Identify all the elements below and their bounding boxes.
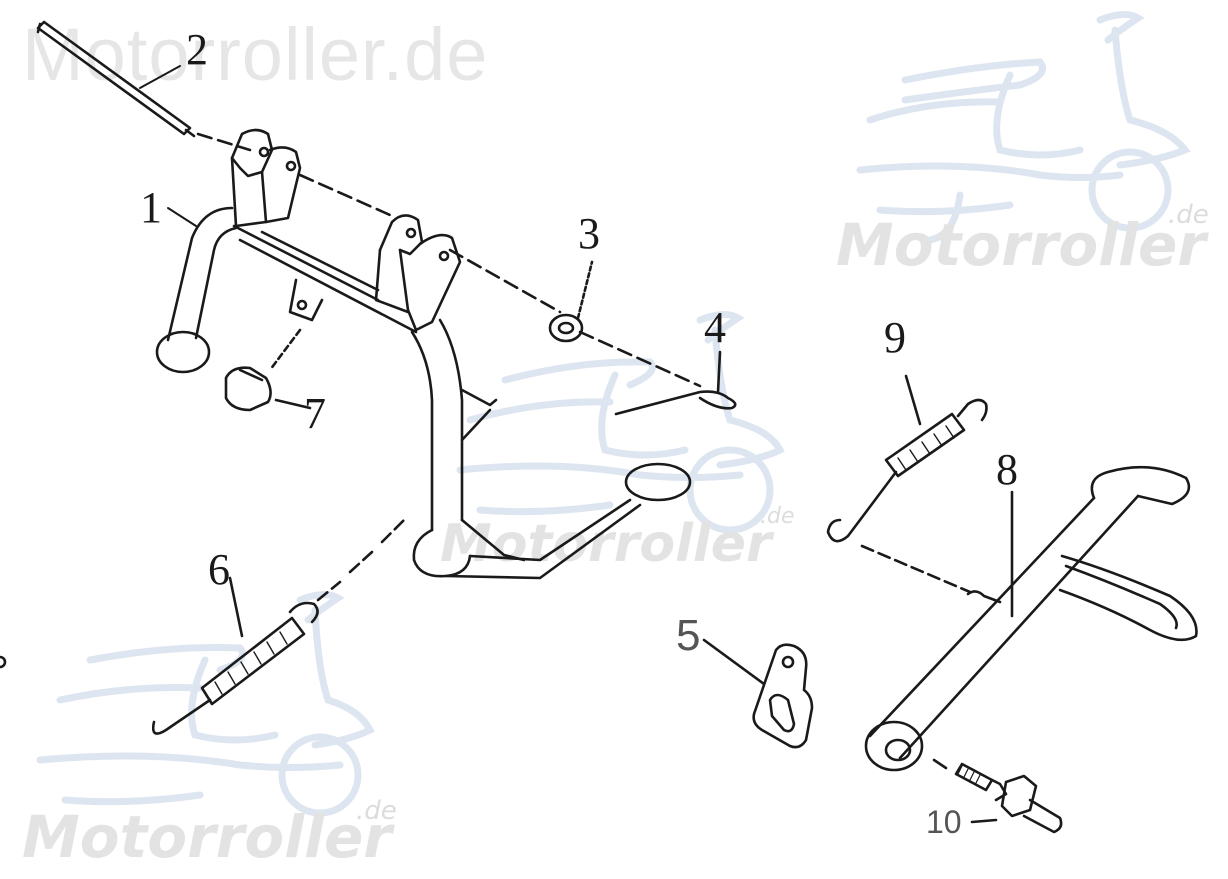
- callout-1: 1: [140, 183, 162, 232]
- part-3-washer-icon: [548, 260, 594, 343]
- part-2-shaft-bolt-icon: [36, 20, 196, 138]
- part-6-spring-icon: [151, 576, 319, 735]
- callout-7: 7: [304, 389, 326, 438]
- watermark-logo-suffix-top-right: .de: [1168, 200, 1209, 230]
- watermark-logo-suffix-center: .de: [760, 504, 795, 529]
- watermark-logo-text-top-right: Motorroller: [836, 211, 1206, 279]
- callout-6: 6: [208, 545, 230, 594]
- scooter-watermark-icon-center: [456, 311, 785, 534]
- part-8-side-stand-icon: [864, 465, 1198, 772]
- part-4-cotter-pin-icon: [614, 350, 737, 416]
- callout-10: 10: [926, 804, 962, 840]
- part-1-main-stand-icon: [155, 128, 692, 580]
- part-7-rubber-stopper-icon: [224, 328, 312, 412]
- callout-2: 2: [186, 25, 208, 74]
- callout-9: 9: [884, 313, 906, 362]
- watermark-logo-text-bottom-left: Motorroller: [22, 803, 392, 871]
- part-5-bracket-plate-icon: [0, 638, 814, 749]
- watermark-logo-suffix-bottom-left: .de: [356, 796, 397, 826]
- callout-8: 8: [996, 445, 1018, 494]
- callout-4: 4: [704, 303, 726, 352]
- scooter-watermark-icon-bottom-left: [36, 591, 375, 817]
- callout-5: 5: [676, 611, 701, 660]
- watermark-logo-text-center: Motorroller: [440, 514, 772, 574]
- part-9-side-stand-spring-icon: [826, 374, 988, 594]
- part-10-bolt-icon: [932, 758, 1063, 834]
- callout-3: 3: [578, 209, 600, 258]
- watermark-top-text: Motorroller.de: [22, 13, 489, 96]
- scooter-watermark-icon-top-right: [856, 11, 1191, 244]
